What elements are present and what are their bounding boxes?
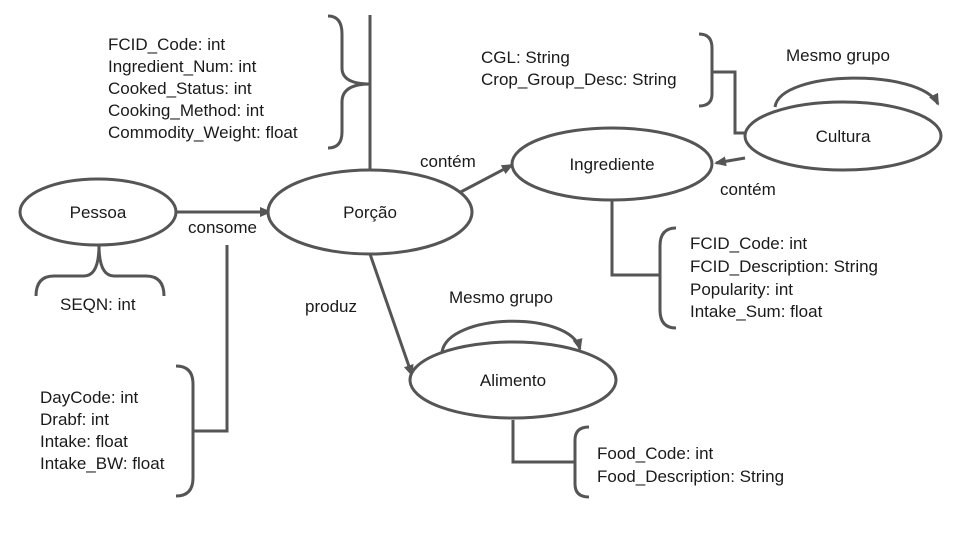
entity-pessoa-label: Pessoa — [70, 203, 127, 222]
cultura-attr-connector — [712, 70, 746, 135]
entity-pessoa[interactable]: Pessoa — [18, 177, 178, 247]
alimento-attr-2: Food_Description: String — [597, 467, 784, 486]
porcao-attr-5: Commodity_Weight: float — [108, 123, 298, 142]
entity-cultura-label: Cultura — [816, 127, 871, 146]
pessoa-attr-brace — [34, 244, 166, 297]
relation-mesmo-grupo-cultura-label: Mesmo grupo — [786, 46, 890, 65]
entity-porcao[interactable]: Porção — [266, 168, 474, 256]
entity-alimento-label: Alimento — [480, 371, 546, 390]
entity-porcao-label: Porção — [343, 203, 397, 222]
relation-consome-label: consome — [188, 218, 257, 237]
porcao-attr-4: Cooking_Method: int — [108, 101, 264, 120]
porcao-attr-brace — [327, 14, 371, 150]
entity-alimento[interactable]: Alimento — [408, 340, 618, 420]
entity-ingrediente[interactable]: Ingrediente — [510, 126, 714, 202]
alimento-attr-brace — [573, 425, 590, 499]
relation-contem-label-2: contém — [720, 180, 776, 199]
ingrediente-attr-connector — [610, 200, 660, 277]
consome-attr-2: Drabf: int — [40, 410, 109, 429]
consome-attr-4: Intake_BW: float — [40, 454, 165, 473]
consome-attr-3: Intake: float — [40, 432, 128, 451]
ingrediente-attr-3: Popularity: int — [690, 280, 793, 299]
cultura-self-loop-arrow — [773, 76, 940, 108]
entity-ingrediente-label: Ingrediente — [569, 155, 654, 174]
relation-contem-label-1: contém — [420, 152, 476, 171]
relation-produz-label: produz — [305, 297, 357, 316]
consome-attr-brace — [175, 364, 195, 498]
ingrediente-attr-brace — [658, 226, 677, 330]
cultura-attr-1: CGL: String — [481, 48, 570, 67]
porcao-attr-3: Cooked_Status: int — [108, 79, 252, 98]
relation-mesmo-grupo-alimento-label: Mesmo grupo — [449, 288, 553, 307]
produz-arrow — [368, 253, 414, 377]
alimento-attr-1: Food_Code: int — [597, 444, 714, 463]
contem-arrow-cultura-ingrediente — [714, 156, 746, 167]
entity-cultura[interactable]: Cultura — [743, 100, 943, 172]
ingrediente-attr-4: Intake_Sum: float — [690, 302, 823, 321]
ingrediente-attr-1: FCID_Code: int — [690, 234, 807, 253]
cultura-attr-2: Crop_Group_Desc: String — [481, 70, 677, 89]
contem-arrow-porcao-ingrediente — [454, 163, 514, 197]
pessoa-attr-1: SEQN: int — [60, 295, 136, 314]
cultura-attr-brace — [698, 32, 714, 108]
porcao-attr-2: Ingredient_Num: int — [108, 57, 257, 76]
alimento-attr-connector — [511, 420, 575, 464]
alimento-self-loop-arrow — [440, 319, 583, 353]
consome-attr-1: DayCode: int — [40, 388, 139, 407]
consome-attr-connector — [193, 245, 229, 433]
ingrediente-attr-2: FCID_Description: String — [690, 257, 878, 276]
porcao-attr-1: FCID_Code: int — [108, 35, 225, 54]
